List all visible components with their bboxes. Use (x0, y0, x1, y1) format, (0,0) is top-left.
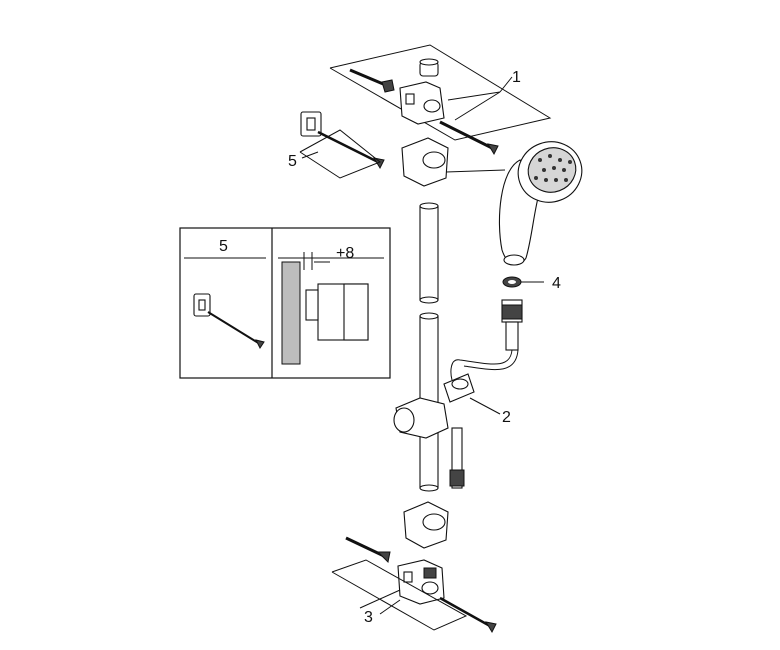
bottom-right-screw (439, 596, 497, 634)
hand-shower (498, 141, 583, 266)
callout-5: 5 (288, 153, 297, 170)
top-wall-plug (300, 111, 322, 137)
callout-4: 4 (552, 275, 561, 292)
callout-2: 2 (502, 409, 511, 426)
bottom-wall-bracket (397, 559, 445, 605)
top-left-screw (349, 68, 395, 93)
callout-3: 3 (364, 609, 373, 626)
hose-connector (501, 299, 523, 351)
hose-washer (502, 276, 544, 288)
top-right-screw (439, 120, 499, 156)
inset-offset-label: +8 (336, 245, 354, 262)
inset-header-5: 5 (219, 238, 228, 255)
rail-upper-section (419, 202, 439, 304)
sliding-handshower-holder (393, 373, 501, 439)
installation-inset (179, 227, 391, 379)
bottom-bracket-guide-frame (331, 559, 468, 631)
callout-5-leader (299, 129, 381, 179)
top-wall-bracket (399, 58, 445, 125)
callout-1: 1 (512, 69, 521, 86)
bottom-left-screw (345, 536, 391, 564)
top-rail-clamp (401, 137, 506, 187)
shower-hose (449, 349, 519, 489)
top-anchor-screw (317, 130, 385, 170)
bottom-rail-clamp (403, 501, 449, 549)
